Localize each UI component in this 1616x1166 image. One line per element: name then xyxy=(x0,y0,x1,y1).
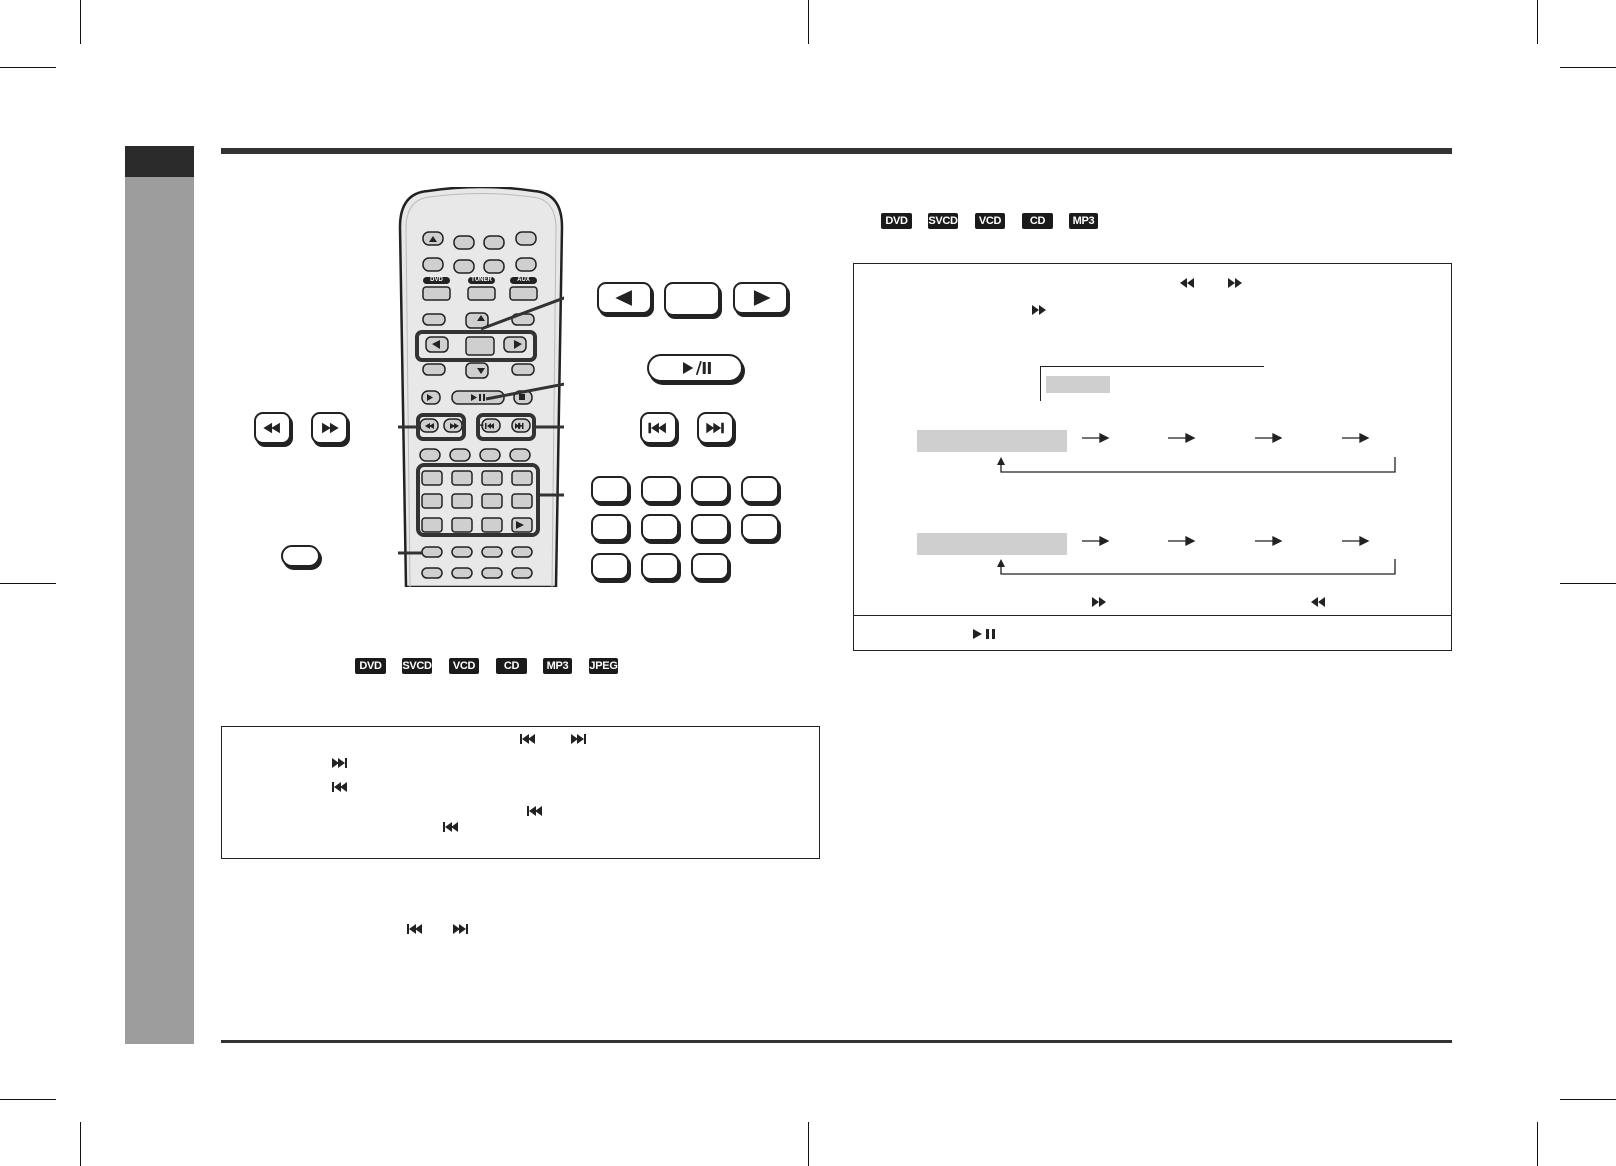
play-pause-icon xyxy=(683,360,711,376)
crop-mark xyxy=(0,67,56,68)
crop-mark xyxy=(1537,0,1538,44)
disc-badge-svcd: SVCD xyxy=(402,658,432,674)
speed-cycle-label xyxy=(917,533,1067,555)
disc-badge-cd: CD xyxy=(1022,213,1053,229)
svg-text:−: − xyxy=(477,418,484,432)
disc-badge-jpeg: JPEG xyxy=(589,658,618,674)
search-info-box xyxy=(853,263,1452,651)
enter-button[interactable] xyxy=(664,282,720,316)
disc-badge-cd: CD xyxy=(496,658,527,674)
disc-badge-svcd: SVCD xyxy=(928,213,958,229)
speed-cycle-return xyxy=(997,457,1396,473)
skip-back-button[interactable] xyxy=(640,412,677,444)
skip-forward-icon xyxy=(452,922,470,936)
skip-back-icon xyxy=(648,422,666,434)
skip-forward-button[interactable] xyxy=(697,412,734,444)
number-key[interactable] xyxy=(691,514,729,541)
disc-badge-vcd: VCD xyxy=(449,658,479,674)
skip-back-icon xyxy=(331,780,349,794)
remote-source-label: DVD xyxy=(430,277,443,283)
crop-mark xyxy=(808,0,809,44)
number-key[interactable] xyxy=(591,514,629,541)
skip-forward-icon xyxy=(706,422,724,434)
skip-back-icon xyxy=(519,732,537,746)
crop-mark xyxy=(1560,1099,1616,1100)
disc-badge-mp3: MP3 xyxy=(1069,213,1098,229)
crop-mark xyxy=(1560,583,1616,584)
remote-source-label: AUX xyxy=(517,277,530,283)
play-pause-icon xyxy=(971,627,999,641)
fast-forward-icon xyxy=(1226,276,1244,290)
number-key[interactable] xyxy=(741,476,779,503)
number-key[interactable] xyxy=(641,553,679,580)
play-pause-button[interactable] xyxy=(647,354,743,382)
number-key[interactable] xyxy=(691,553,729,580)
crop-mark xyxy=(1560,67,1616,68)
speed-cycle-return xyxy=(997,559,1396,575)
number-key[interactable] xyxy=(741,514,779,541)
extra-function-button[interactable] xyxy=(281,545,320,567)
osd-left-line xyxy=(1040,366,1041,401)
number-key[interactable] xyxy=(691,476,729,503)
rewind-button[interactable] xyxy=(254,412,291,444)
skip-forward-icon xyxy=(570,732,588,746)
remote-control-illustration: − + DVD TUNER xyxy=(328,185,639,589)
disc-badge-vcd: VCD xyxy=(975,213,1005,229)
number-key[interactable] xyxy=(641,514,679,541)
skip-info-box xyxy=(221,726,820,859)
speed-cycle-label xyxy=(917,430,1067,452)
crop-mark xyxy=(80,1122,81,1166)
crop-mark xyxy=(0,1099,56,1100)
fast-forward-icon xyxy=(322,422,339,434)
number-key[interactable] xyxy=(591,553,629,580)
left-arrow-icon xyxy=(615,290,632,306)
skip-back-icon xyxy=(406,922,424,936)
disc-badge-dvd: DVD xyxy=(355,658,386,674)
crop-mark xyxy=(0,583,56,584)
fast-forward-icon xyxy=(1030,303,1048,317)
crop-mark xyxy=(1537,1122,1538,1166)
rewind-icon xyxy=(263,422,280,434)
speed-cycle-arrows xyxy=(1082,535,1370,547)
search-info-divider xyxy=(853,615,1452,616)
rewind-icon xyxy=(1310,595,1328,609)
footer-rule xyxy=(221,1040,1452,1043)
rewind-icon xyxy=(1179,276,1197,290)
left-button[interactable] xyxy=(597,282,652,314)
right-arrow-icon xyxy=(753,290,771,306)
disc-badge-mp3: MP3 xyxy=(543,658,572,674)
fast-forward-icon xyxy=(1090,595,1108,609)
remote-source-label: TUNER xyxy=(471,277,492,283)
crop-mark xyxy=(808,1122,809,1166)
osd-top-line xyxy=(1040,366,1264,367)
skip-forward-icon xyxy=(331,756,349,770)
section-sidebar-tab xyxy=(125,146,194,177)
skip-back-icon xyxy=(442,820,460,834)
skip-back-icon xyxy=(526,804,544,818)
speed-cycle-arrows xyxy=(1082,432,1370,444)
disc-badge-dvd: DVD xyxy=(881,213,912,229)
crop-mark xyxy=(80,0,81,44)
header-rule xyxy=(221,148,1452,154)
number-key[interactable] xyxy=(591,476,629,503)
right-button[interactable] xyxy=(733,282,788,314)
number-key[interactable] xyxy=(641,476,679,503)
fast-forward-button[interactable] xyxy=(311,412,348,444)
osd-indicator xyxy=(1046,376,1110,393)
section-sidebar xyxy=(125,146,194,1044)
